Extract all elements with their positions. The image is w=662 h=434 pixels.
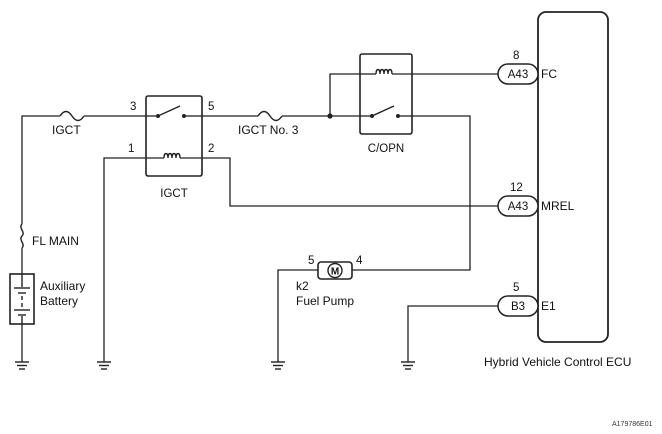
e1-connector xyxy=(497,295,539,317)
fuel-pump-pin-4: 4 xyxy=(356,255,363,267)
fl-main-fusible-link-icon xyxy=(20,223,24,249)
igct-no3-fuse-icon xyxy=(257,110,283,122)
igct-fuse-label: IGCT xyxy=(52,123,81,137)
igct-no3-fuse-label: IGCT No. 3 xyxy=(238,123,299,137)
e1-pin: 5 xyxy=(513,282,519,294)
fl-main-label: FL MAIN xyxy=(32,234,79,248)
ground-icon xyxy=(401,361,415,370)
e1-connector-code: B3 xyxy=(511,301,525,313)
fc-terminal: FC xyxy=(541,67,557,81)
fc-connector-code: A43 xyxy=(508,69,528,81)
e1-terminal: E1 xyxy=(541,299,556,313)
igct-relay-label: IGCT xyxy=(160,188,187,200)
copn-relay-label: C/OPN xyxy=(368,143,404,155)
mrel-connector-code: A43 xyxy=(508,201,528,213)
fuel-pump-label: Fuel Pump xyxy=(296,294,354,308)
battery-icon xyxy=(14,274,30,324)
copn-relay-coil-icon xyxy=(360,68,412,75)
igct-pin-1: 1 xyxy=(128,143,134,155)
fuel-pump-pin-5: 5 xyxy=(308,255,314,267)
copn-relay-switch-icon xyxy=(360,105,412,118)
motor-symbol: M xyxy=(331,267,339,278)
ground-icon xyxy=(15,361,29,370)
igct-pin-2: 2 xyxy=(208,143,214,155)
ecu-label: Hybrid Vehicle Control ECU xyxy=(484,355,631,369)
ground-icon xyxy=(271,361,285,370)
figure-id: A179786E01 xyxy=(612,421,653,428)
mrel-connector xyxy=(497,195,539,217)
igct-pin-5: 5 xyxy=(208,101,214,113)
igct-pin-3: 3 xyxy=(130,101,136,113)
ecu-box xyxy=(537,11,609,343)
fc-pin: 8 xyxy=(513,50,519,62)
battery-label-line1: Auxiliary xyxy=(40,279,85,293)
battery-branch xyxy=(9,115,60,370)
fuel-pump-code: k2 xyxy=(296,279,309,293)
igct-fuse-icon xyxy=(59,110,85,122)
igct-relay-switch-icon xyxy=(146,105,202,118)
motor-icon xyxy=(327,262,343,279)
mrel-terminal: MREL xyxy=(541,199,575,213)
mrel-pin: 12 xyxy=(510,182,523,194)
copn-relay-box xyxy=(359,53,413,135)
fc-connector xyxy=(497,63,539,85)
igct-relay-coil-icon xyxy=(146,152,202,159)
battery-label-line2: Battery xyxy=(40,294,78,308)
ground-icon xyxy=(97,361,111,370)
